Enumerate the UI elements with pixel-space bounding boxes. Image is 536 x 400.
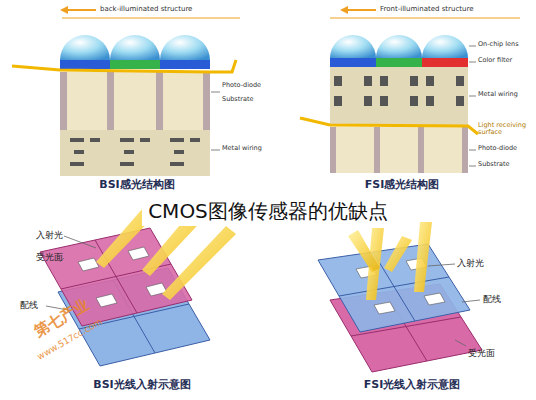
bsi-section [12, 10, 240, 176]
part-label: 入射光 [457, 258, 484, 268]
part-label: Substrate [478, 161, 510, 168]
part-label: Substrate [222, 96, 254, 103]
part-label: BSI光线入射示意图 [91, 379, 192, 392]
part-label: 受光面 [468, 348, 495, 358]
part-label: 配线 [483, 294, 501, 304]
part-label: Photo-diode [478, 145, 517, 152]
part-label: 入射光 [36, 230, 63, 240]
part-label: Metal wiring [478, 91, 518, 98]
part-label: Color filter [478, 57, 512, 64]
fsi-incidence [318, 222, 482, 372]
part-label: Metal wiring [222, 145, 262, 152]
part-label: BSI感光结构图 [97, 179, 176, 192]
part-label: Front-illuminated structure [380, 5, 473, 13]
part-label: On-chip lens [478, 41, 519, 48]
part-label: back-illuminated structure [100, 5, 192, 13]
part-label: FSI感光结构图 [363, 179, 442, 192]
part-label: FSI光线入射示意图 [362, 379, 463, 392]
part-label: 配线 [20, 300, 38, 310]
title: CMOS图像传感器的优缺点 [142, 197, 394, 226]
part-label: Light receiving surface [478, 122, 532, 137]
part-label: 受光面 [36, 252, 63, 262]
part-label: Photo-diode [222, 82, 261, 89]
fsi-section [300, 10, 520, 173]
